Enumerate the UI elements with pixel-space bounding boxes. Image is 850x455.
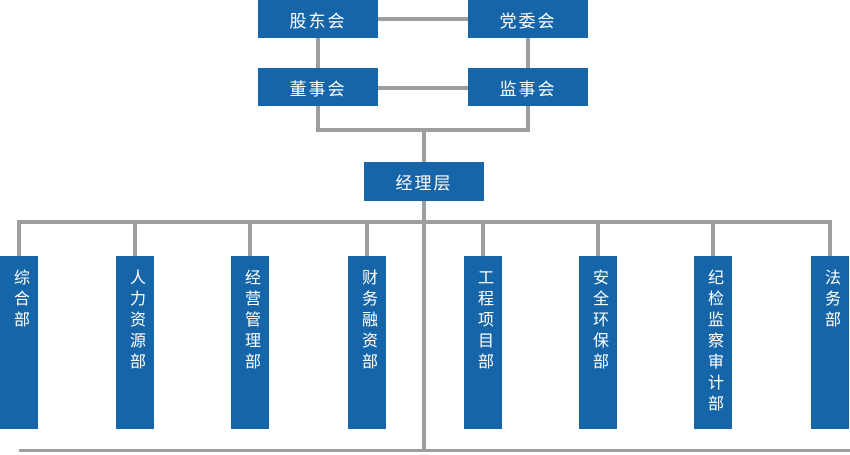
node-dept-operations-management: 经营管理部	[231, 256, 269, 429]
connector-line-supervisory-bracket	[526, 106, 530, 132]
dept-label: 安全环保部	[590, 269, 607, 374]
dept-label: 工程项目部	[475, 269, 492, 374]
node-management-layer: 经理层	[364, 162, 484, 201]
connector-drop-dept-3	[248, 220, 252, 256]
node-dept-general: 综合部	[0, 256, 38, 429]
node-dept-safety-environment: 安全环保部	[579, 256, 617, 429]
bottom-divider-line	[19, 449, 850, 452]
node-supervisory-board: 监事会	[468, 68, 588, 106]
node-dept-legal: 法务部	[811, 256, 849, 429]
connector-line-shareholders-board	[316, 38, 320, 68]
connector-drop-dept-6	[596, 220, 600, 256]
dept-label: 财务融资部	[359, 269, 376, 374]
connector-drop-dept-2	[133, 220, 137, 256]
connector-drop-dept-1	[17, 220, 21, 256]
node-party-committee: 党委会	[468, 0, 588, 38]
connector-line-shareholders-party	[378, 17, 468, 21]
dept-label: 法务部	[822, 269, 839, 332]
connector-line-board-bracket	[316, 106, 320, 132]
connector-distribution-horizontal	[17, 220, 832, 224]
connector-line-party-supervisory	[526, 38, 530, 68]
connector-drop-dept-5	[481, 220, 485, 256]
node-dept-engineering-projects: 工程项目部	[464, 256, 502, 429]
connector-drop-dept-7	[711, 220, 715, 256]
node-shareholders-meeting: 股东会	[258, 0, 378, 38]
connector-line-bracket-management	[422, 128, 426, 162]
connector-line-board-supervisory	[378, 86, 468, 90]
dept-label: 纪检监察审计部	[705, 269, 722, 416]
dept-label: 人力资源部	[127, 269, 144, 374]
connector-drop-dept-4	[365, 220, 369, 256]
node-dept-human-resources: 人力资源部	[116, 256, 154, 429]
node-dept-discipline-audit: 纪检监察审计部	[694, 256, 732, 429]
connector-drop-dept-8	[828, 220, 832, 256]
node-board-of-directors: 董事会	[258, 68, 378, 106]
node-dept-finance-financing: 财务融资部	[348, 256, 386, 429]
dept-label: 经营管理部	[242, 269, 259, 374]
dept-label: 综合部	[11, 269, 28, 332]
connector-line-management-bottom	[422, 201, 426, 452]
